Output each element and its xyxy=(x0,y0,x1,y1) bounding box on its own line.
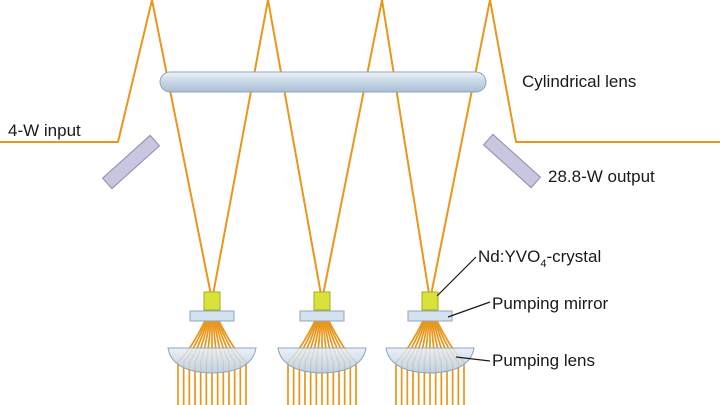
pumping-lens-label: Pumping lens xyxy=(492,351,595,370)
input-fold-mirror xyxy=(101,134,161,190)
nd-yvo4-crystal-2 xyxy=(313,291,331,311)
pump-module-2 xyxy=(277,291,367,374)
pump-module-1 xyxy=(167,291,257,374)
pump-module-3 xyxy=(385,291,475,374)
pump-modules xyxy=(167,291,475,374)
output-label: 28.8-W output xyxy=(548,167,655,186)
pumping-mirror-2 xyxy=(299,310,345,322)
crystal-label: Nd:YVO4-crystal xyxy=(478,247,601,270)
pumping-mirror-1 xyxy=(189,310,235,322)
input-label: 4-W input xyxy=(8,121,81,140)
crystal-leader-line xyxy=(436,256,477,297)
nd-yvo4-crystal-3 xyxy=(421,291,439,311)
cylindrical-lens-label: Cylindrical lens xyxy=(522,72,636,91)
nd-yvo4-crystal-1 xyxy=(203,291,221,311)
pumping-lens-3 xyxy=(385,347,475,374)
output-fold-mirror xyxy=(482,133,542,189)
pumping-lens-1 xyxy=(167,347,257,374)
pumping-mirror-leader-line xyxy=(447,301,491,318)
pumping-lens-2 xyxy=(277,347,367,374)
pumping-mirror-3 xyxy=(407,310,453,322)
pumping-mirror-label: Pumping mirror xyxy=(492,294,609,313)
pumping-lens-leader-line xyxy=(455,356,491,362)
cylindrical-lens xyxy=(159,71,487,93)
laser-beam-path xyxy=(0,0,720,301)
